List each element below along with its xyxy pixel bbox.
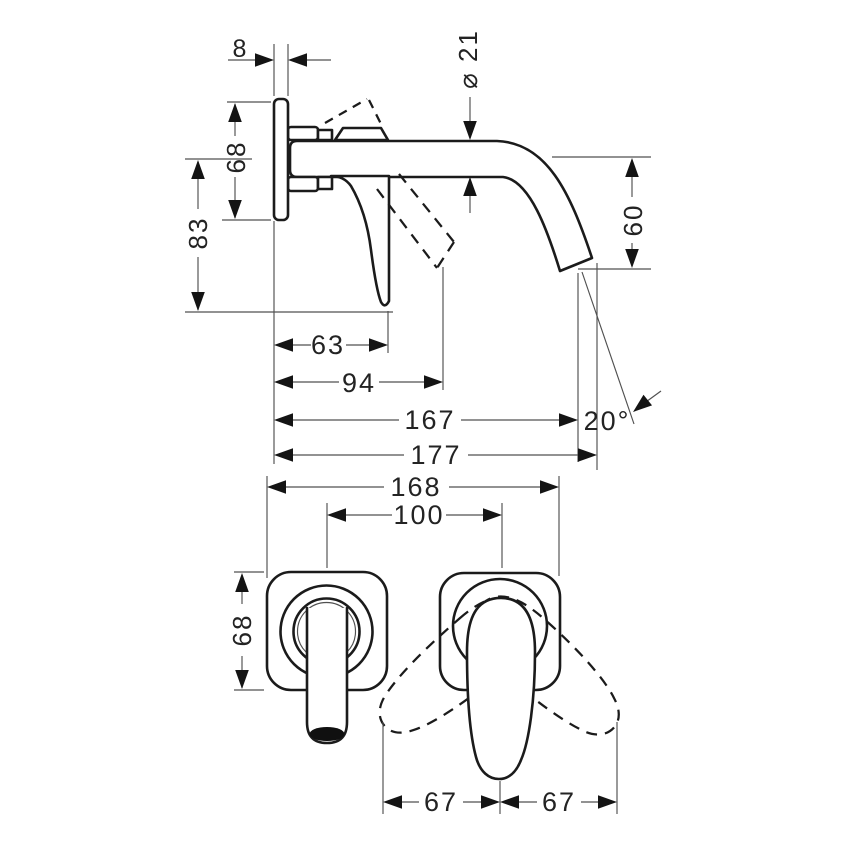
lower-connector — [286, 175, 320, 193]
dim-lever-reach: 63 — [311, 330, 345, 360]
upper-connector-step — [316, 128, 334, 142]
cartridge-cover — [333, 126, 390, 142]
dim-centers-distance: 100 — [393, 500, 444, 530]
front-view — [265, 570, 639, 781]
dim-plate-thickness: 8 — [233, 35, 248, 63]
upper-connector — [286, 125, 320, 142]
handle-up-dashed — [324, 98, 383, 125]
dim-lever-swing-reach: 94 — [342, 368, 376, 398]
spout-side — [288, 139, 594, 273]
side-view — [272, 97, 594, 307]
dim-plate-height: 68 — [221, 141, 251, 174]
lever-side — [329, 174, 391, 307]
handle-front — [465, 596, 537, 781]
dim-center-to-lever-tip: 83 — [183, 217, 213, 250]
dim-spout-drop: 60 — [618, 204, 648, 237]
dim-spout-reach: 167 — [404, 405, 455, 435]
spout-front-fill — [307, 608, 347, 743]
lower-connector-step — [316, 175, 334, 191]
dim-spout-diameter: ⌀ 21 — [453, 29, 483, 89]
extension-lines — [185, 44, 662, 814]
dim-total-reach: 177 — [410, 440, 461, 470]
spout-outlet-opening — [309, 727, 345, 741]
spout-front — [305, 606, 349, 745]
dim-handle-swing-left: 67 — [424, 787, 458, 817]
dim-overall-width: 168 — [390, 472, 441, 502]
dim-spout-angle: 20° — [584, 406, 631, 436]
dim-escutcheon-height: 68 — [227, 614, 257, 647]
dimension-labels: 8 68 83 ⌀ 21 60 63 94 167 20° 177 168 10… — [183, 29, 648, 817]
dim-handle-swing-right: 67 — [542, 787, 576, 817]
handle-out-dashed — [376, 173, 455, 269]
wall-plate-side — [272, 97, 290, 222]
